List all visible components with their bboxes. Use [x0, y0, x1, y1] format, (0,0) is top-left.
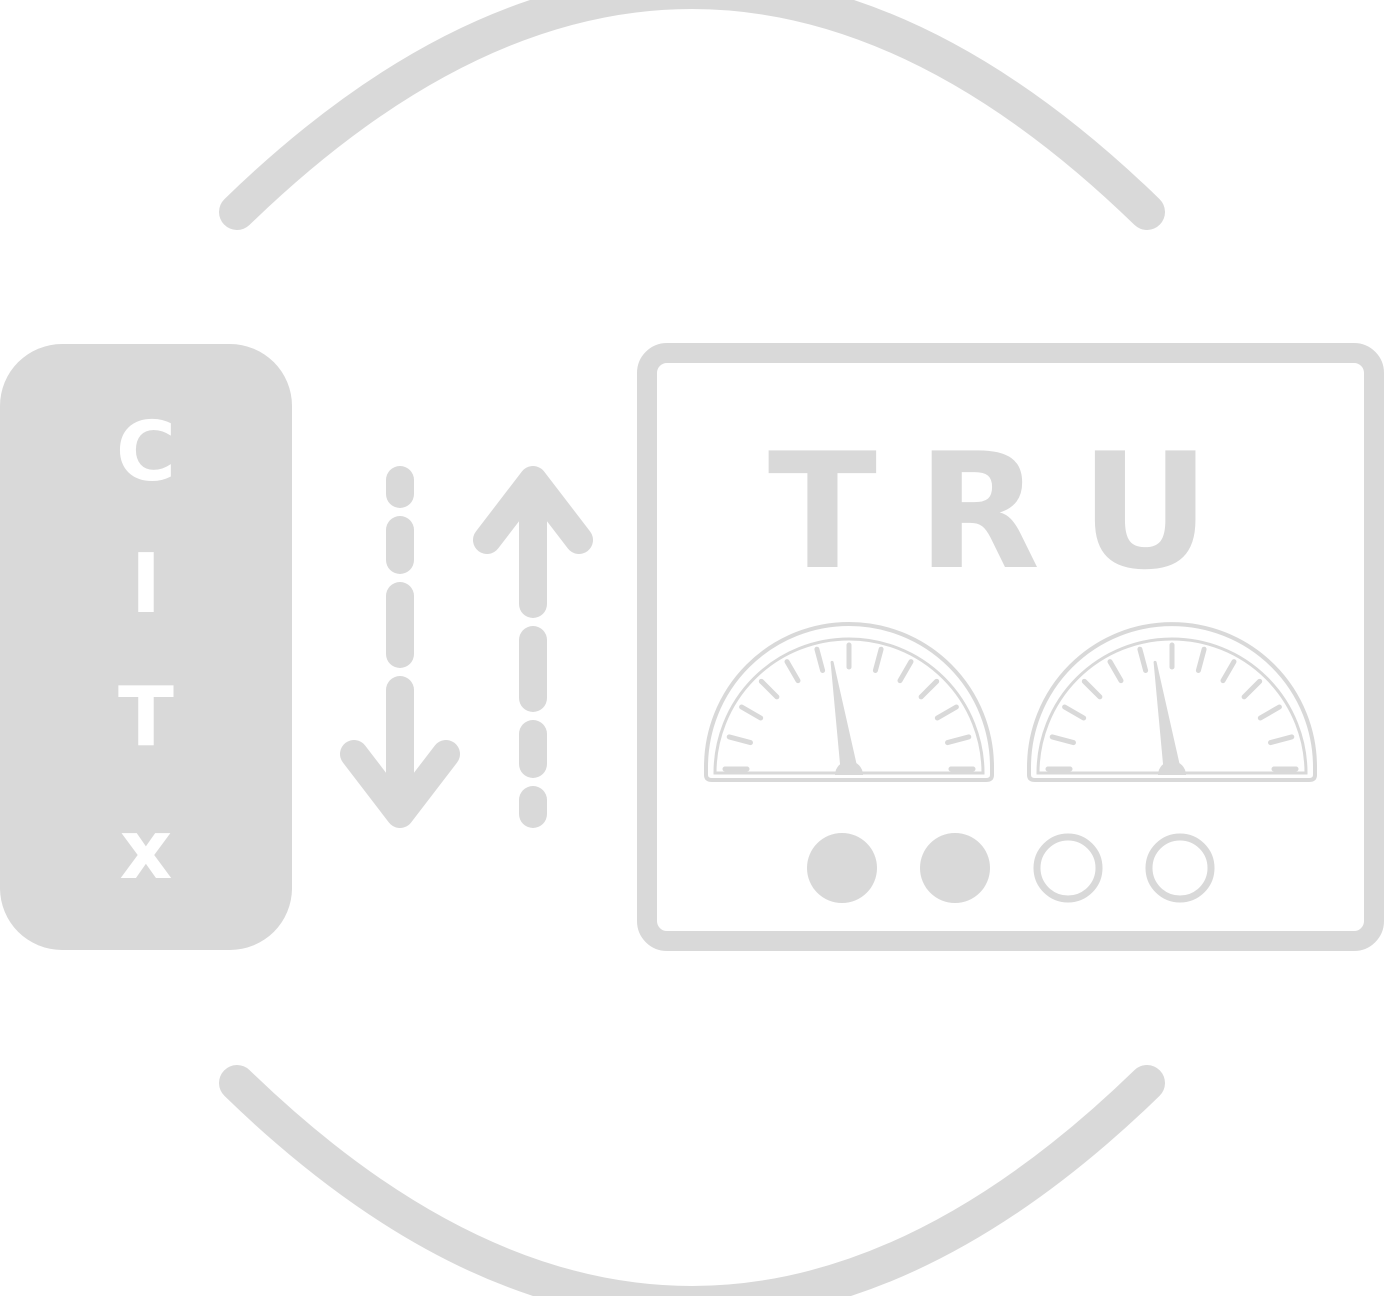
- gauge-tick: [1062, 704, 1087, 721]
- citx-panel-background: [0, 344, 292, 950]
- gauge-tick: [1137, 646, 1149, 673]
- gauge-tick: [1241, 678, 1263, 700]
- citx-panel: C I T x: [0, 344, 292, 950]
- gauge-tick: [784, 659, 801, 684]
- gauge-dial: [1027, 622, 1317, 782]
- indicator-light-icon: [920, 833, 990, 903]
- gauge-icon: [1027, 622, 1317, 782]
- top-arc: [219, 0, 1165, 230]
- indicator-light-icon: [807, 833, 877, 903]
- bottom-arc: [219, 1065, 1165, 1296]
- gauge-tick: [814, 646, 826, 673]
- indicator-row: [807, 833, 1215, 903]
- gauge-tick: [739, 704, 764, 721]
- gauge-tick: [918, 678, 940, 700]
- gauge-needle: [1153, 660, 1181, 772]
- gauge-dial: [704, 622, 994, 782]
- gauge-needle-hub: [835, 761, 863, 775]
- gauge-tick: [1107, 659, 1124, 684]
- citx-letter-t: T: [118, 670, 174, 765]
- gauge-needle-hub: [1158, 761, 1186, 775]
- gauge-tick: [934, 704, 959, 721]
- gauge-tick: [726, 734, 753, 746]
- gauge-needle: [830, 660, 858, 772]
- gauge-tick: [1220, 659, 1237, 684]
- tru-panel-frame: [637, 343, 1384, 951]
- gauge-icon: [704, 622, 994, 782]
- gauge-tick: [758, 678, 780, 700]
- gauge-tick: [1268, 734, 1295, 746]
- gauge-tick: [897, 659, 914, 684]
- gauge-dial-inner: [1036, 637, 1308, 775]
- tru-panel: TRU: [637, 343, 1384, 951]
- gauge-tick: [945, 734, 972, 746]
- indicator-light-icon: [1145, 833, 1215, 903]
- citx-letter-x: x: [120, 803, 173, 898]
- tru-title: TRU: [768, 418, 1250, 605]
- up-arrow-icon: [473, 466, 593, 828]
- gauge-tick: [1049, 734, 1076, 746]
- indicator-light-icon: [1033, 833, 1103, 903]
- gauge-dial-inner: [713, 637, 985, 775]
- gauge-tick: [872, 646, 884, 673]
- gauge-tick: [1195, 646, 1207, 673]
- down-arrow-icon: [340, 466, 460, 828]
- citx-letter-c: C: [116, 405, 176, 500]
- citx-letter-i: I: [131, 537, 162, 632]
- gauge-tick: [1081, 678, 1103, 700]
- gauge-tick: [1257, 704, 1282, 721]
